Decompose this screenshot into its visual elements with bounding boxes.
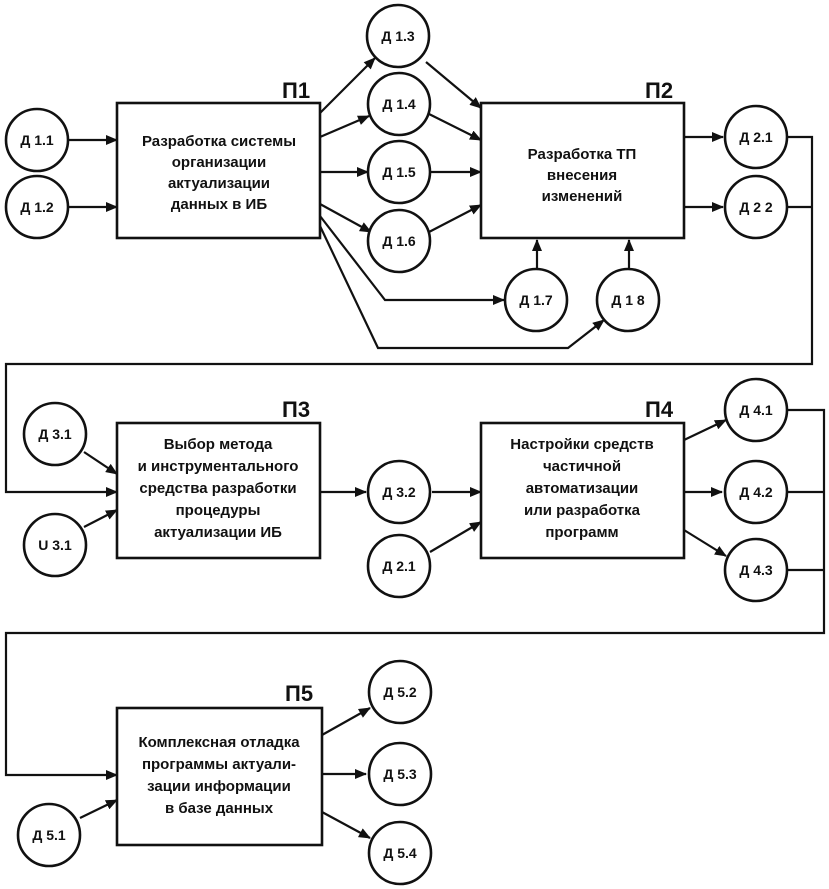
arrow-p4-d41	[683, 419, 727, 441]
data-node-d18: Д 1 8	[595, 267, 661, 333]
process-text-line: изменений	[542, 188, 623, 205]
arrow-d51-p5	[79, 799, 118, 819]
data-node-d41: Д 4.1	[723, 377, 789, 443]
arrow-p5-d54	[321, 811, 371, 839]
data-node-d53: Д 5.3	[367, 741, 433, 807]
process-text-line: данных в ИБ	[171, 196, 267, 213]
process-text-line: программ	[545, 524, 618, 541]
process-label: П4	[645, 397, 674, 422]
arrow-u31-p3	[83, 509, 118, 528]
process-text-line: средства разработки	[139, 480, 296, 497]
process-text-line: Выбор метода	[164, 436, 273, 453]
data-node-label: Д 5.2	[383, 684, 417, 700]
data-node-label: Д 3.2	[382, 484, 416, 500]
data-node-d31: Д 3.1	[22, 401, 88, 467]
data-node-label: Д 2.1	[382, 558, 416, 574]
data-node-d22: Д 2 2	[723, 174, 789, 240]
data-node-d15: Д 1.5	[366, 139, 432, 205]
data-node-label: Д 1.7	[519, 292, 553, 308]
arrow-p1-d16	[319, 203, 372, 233]
process-text-line: зации информации	[147, 778, 291, 795]
connectors	[4, 57, 826, 839]
data-node-d13: Д 1.3	[365, 3, 431, 69]
data-node-label: Д 5.3	[383, 766, 417, 782]
data-node-label: Д 5.1	[32, 827, 66, 843]
process-text-line: автоматизации	[526, 480, 639, 497]
process-text-line: актуализации	[168, 175, 270, 192]
data-node-d21: Д 2.1	[723, 104, 789, 170]
process-text-line: процедуры	[176, 502, 261, 519]
data-node-label: Д 1 8	[611, 292, 645, 308]
process-text-line: актуализации ИБ	[154, 524, 282, 541]
process-p1: П1 Разработка системы организации актуал…	[115, 78, 322, 240]
data-node-label: Д 4.2	[739, 484, 773, 500]
data-node-label: Д 5.4	[383, 845, 417, 861]
arrow-p1-d18	[319, 225, 605, 350]
arrow-p4-d43	[683, 529, 727, 557]
arrow-d14-p2	[428, 113, 482, 141]
process-text-line: или разработка	[524, 502, 641, 519]
data-node-label: Д 3.1	[38, 426, 72, 442]
arrow-p5-d52	[321, 707, 371, 736]
process-text-line: Разработка ТП	[528, 146, 637, 163]
data-node-d11: Д 1.1	[4, 107, 70, 173]
data-node-label: Д 2.1	[739, 129, 773, 145]
process-text-line: в базе данных	[165, 800, 274, 817]
arrow-d31-p3	[83, 451, 118, 475]
data-node-d17: Д 1.7	[503, 267, 569, 333]
data-node-label: Д 2 2	[739, 199, 773, 215]
data-node-d16: Д 1.6	[366, 208, 432, 274]
process-text-line: и инструментального	[138, 458, 299, 475]
data-node-d43: Д 4.3	[723, 537, 789, 603]
process-text-line: частичной	[543, 458, 621, 475]
process-p5: П5 Комплексная отладка программы актуали…	[115, 681, 324, 847]
arrow-p1-d14	[319, 114, 370, 139]
data-node-d12: Д 1.2	[4, 174, 70, 240]
arrow-d13-p2	[425, 61, 482, 109]
process-text-line: организации	[172, 154, 266, 171]
process-text-line: внесения	[547, 167, 617, 184]
data-node-d52: Д 5.2	[367, 659, 433, 725]
data-node-label: Д 1.4	[382, 96, 416, 112]
process-text-line: программы актуали-	[142, 756, 296, 773]
process-text-line: Комплексная отладка	[138, 734, 300, 751]
data-node-label: Д 1.3	[381, 28, 415, 44]
data-node-label: U 3.1	[38, 537, 72, 553]
process-p4: П4 Настройки средств частичной автоматиз…	[479, 397, 686, 560]
data-node-u31: U 3.1	[22, 512, 88, 578]
data-node-label: Д 1.1	[20, 132, 54, 148]
data-nodes: Д 1.1 Д 1.2 Д 1.3 Д 1.4 Д 1.5 Д 1.6 Д 1.…	[4, 3, 789, 886]
data-node-d54: Д 5.4	[367, 820, 433, 886]
process-p2: П2 Разработка ТП внесения изменений	[479, 78, 686, 240]
data-node-d42: Д 4.2	[723, 459, 789, 525]
data-node-label: Д 1.6	[382, 233, 416, 249]
arrow-row1-to-p3	[4, 135, 814, 497]
arrow-p1-d13	[319, 57, 376, 114]
data-node-label: Д 1.2	[20, 199, 54, 215]
process-label: П5	[285, 681, 313, 706]
data-node-label: Д 4.1	[739, 402, 773, 418]
process-label: П1	[282, 78, 310, 103]
process-text-line: Разработка системы	[142, 133, 296, 150]
data-node-d32: Д 3.2	[366, 459, 432, 525]
data-node-label: Д 4.3	[739, 562, 773, 578]
data-node-d21b: Д 2.1	[366, 533, 432, 599]
arrow-d16-p2	[428, 204, 482, 233]
arrow-row2-to-p5	[4, 408, 826, 780]
arrow-p1-d17	[319, 215, 505, 305]
arrow-d21b-p4	[429, 521, 482, 553]
data-node-d51: Д 5.1	[16, 802, 82, 868]
data-node-d14: Д 1.4	[366, 71, 432, 137]
process-label: П2	[645, 78, 673, 103]
data-node-label: Д 1.5	[382, 164, 416, 180]
process-text-line: Настройки средств	[510, 436, 653, 453]
process-label: П3	[282, 397, 310, 422]
process-p3: П3 Выбор метода и инструментального сред…	[115, 397, 322, 560]
